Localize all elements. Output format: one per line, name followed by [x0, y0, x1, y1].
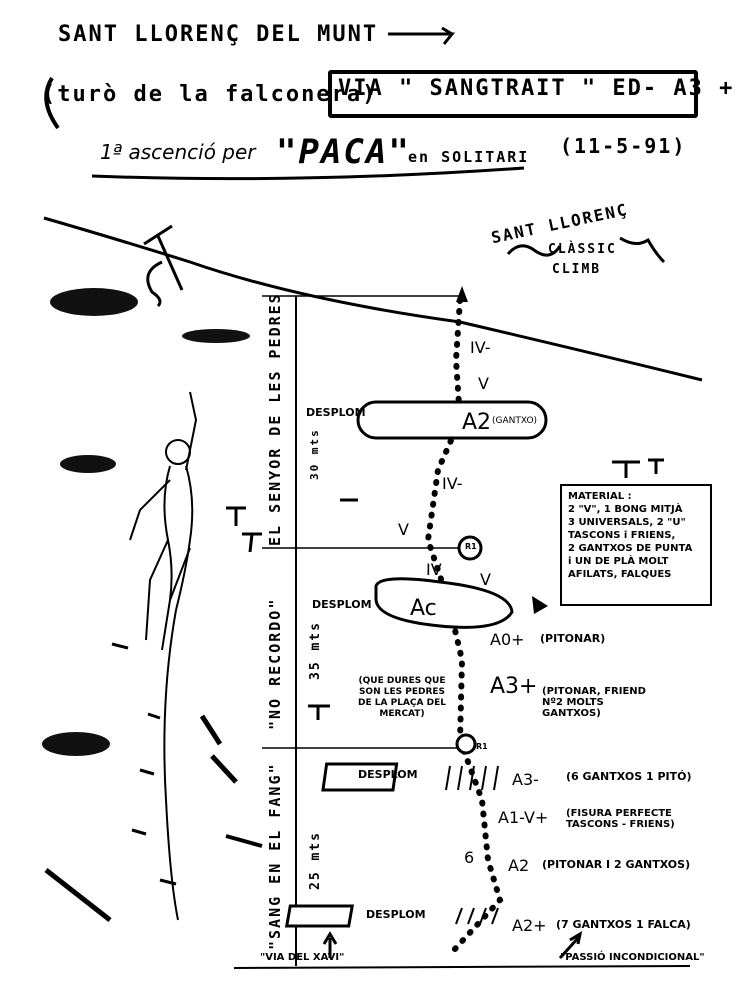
material-line: TASCONS i FRIENS,: [568, 530, 676, 541]
rope-runners: [111, 642, 177, 886]
page-title: SANT LLORENÇ DEL MUNT: [58, 22, 379, 47]
section-name-2: "NO RECORDO": [266, 597, 284, 730]
ground-line: [233, 965, 691, 969]
overhang-2: [374, 577, 514, 629]
section-name-3: "SANG EN EL FANG": [266, 762, 284, 950]
section-length-2: 35 mts: [308, 621, 323, 680]
grade-label: IV-: [470, 338, 491, 357]
overhang-label-3: DESPLOM: [358, 768, 418, 781]
material-line: 2 GANTXOS DE PUNTA: [568, 543, 693, 554]
xavi-arrow: [322, 931, 338, 958]
ridge-line: [43, 216, 703, 382]
material-line: AFILATS, FALQUES: [568, 569, 672, 580]
area-subtitle: (turò de la falconera): [42, 82, 378, 107]
material-box: MATERIAL : 2 "V", 1 BONG MITJÀ 3 UNIVERS…: [560, 484, 712, 606]
tree-marks: [226, 458, 664, 720]
grade-label: V: [480, 570, 491, 589]
rock-blob: [50, 288, 138, 316]
pitch-number: 6: [464, 848, 475, 867]
belay-label: R1: [465, 542, 477, 551]
rock-blob: [60, 455, 116, 473]
grade-label: A3-: [512, 770, 539, 789]
route-name: VIA " SANGTRAIT " ED- A3 +: [338, 76, 735, 101]
overhang-2-tip: [532, 596, 548, 614]
grade-note: (GANTXO): [492, 416, 538, 426]
overhang-label-1: DESPLOM: [306, 406, 366, 419]
note-a3minus: (6 GANTXOS 1 PITÓ): [566, 770, 692, 783]
passio-arrow: [558, 930, 583, 960]
subtitle-bracket: [44, 76, 60, 130]
note-quote: (QUE DURES QUE SON LES PEDRES DE LA PLAÇ…: [358, 676, 446, 719]
ice-axe-icon: [143, 224, 184, 308]
note-passio: "PASSIÓ INCONDICIONAL": [560, 952, 705, 963]
grade-label: V: [478, 374, 489, 393]
overhang-4: [284, 904, 499, 928]
section-name-1: EL SENYOR DE LES PEDRES: [266, 292, 284, 546]
climber-name: "PACA": [276, 132, 411, 172]
rock-crack: [199, 714, 223, 746]
ascent-style: en SOLITARI: [408, 148, 530, 166]
note-a2plus: (7 GANTXOS 1 FALCA): [556, 918, 691, 931]
grade-note: (PITONAR): [540, 632, 606, 645]
note-xavi: "VIA DEL XAVI": [260, 952, 345, 963]
logo-mountain: [506, 236, 666, 264]
logo-line-3: CLIMB: [552, 262, 602, 277]
grade-label: A0+: [490, 630, 525, 649]
grade-label: A1-V+: [498, 808, 549, 827]
first-ascent-label: 1ª ascenció per: [100, 140, 256, 164]
grade-label: A2+: [512, 916, 547, 935]
section-length-3: 25 mts: [308, 831, 323, 890]
overhang-label-2: DESPLOM: [312, 598, 372, 611]
title-arrow: [388, 26, 456, 45]
material-line: 2 "V", 1 BONG MITJÀ: [568, 504, 683, 515]
climber-figure: [129, 391, 198, 921]
grade-label: V: [398, 520, 409, 539]
overhang-3: [321, 762, 499, 792]
overhang-1: [356, 400, 548, 440]
belay-1: [457, 535, 483, 561]
material-title: MATERIAL :: [568, 491, 632, 502]
belay-2: [455, 733, 477, 755]
overhang-label-4: DESPLOM: [366, 908, 426, 921]
note-a3plus: (PITONAR, FRIEND Nº2 MOLTS GANTXOS): [542, 686, 646, 719]
rock-crack: [210, 754, 238, 784]
route-top-arrow: [456, 286, 468, 302]
note-a1: (FISURA PERFECTE TASCONS - FRIENS): [566, 808, 675, 830]
grade-label: IV-: [442, 474, 463, 493]
grade-label: A2: [508, 856, 530, 875]
material-line: i UN DE PLÀ MOLT: [568, 556, 669, 567]
rock-crack: [44, 868, 112, 922]
grade-label: IV: [426, 560, 442, 579]
ascent-date: (11-5-91): [560, 134, 687, 158]
note-a2: (PITONAR I 2 GANTXOS): [542, 858, 691, 871]
grade-label: A2: [462, 410, 492, 435]
grade-label: Ac: [410, 596, 437, 621]
section-length-1: 30 mts: [308, 428, 321, 480]
rock-crack: [225, 834, 263, 848]
rock-blob: [42, 732, 110, 756]
grade-label: A3+: [490, 674, 538, 699]
belay-label: R1: [476, 742, 488, 751]
material-line: 3 UNIVERSALS, 2 "U": [568, 517, 686, 528]
ascent-underline: [91, 166, 525, 181]
logo-line-2: CLÀSSIC: [548, 242, 617, 257]
route-name-box: [328, 70, 698, 118]
rock-blob: [182, 329, 250, 343]
